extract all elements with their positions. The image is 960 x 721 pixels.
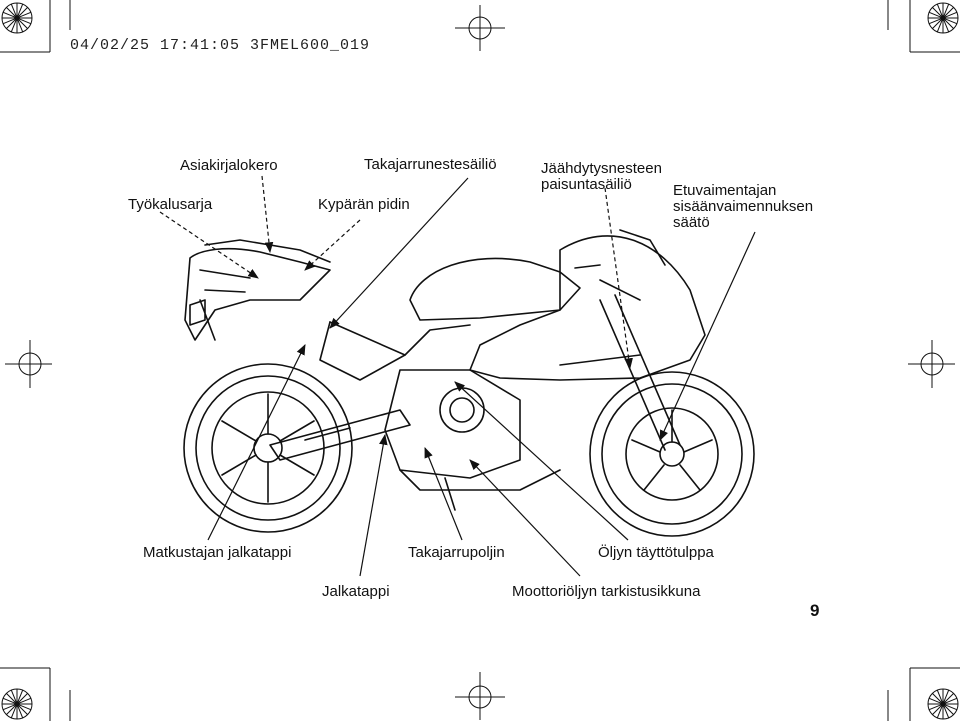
label-fork-adjust-line3: säätö [673, 214, 710, 231]
front-wheel [589, 371, 755, 537]
label-rear-brake-reservoir: Takajarrunestesäiliö [364, 156, 497, 173]
page-number: 9 [810, 601, 820, 620]
crosshair-bottom [455, 672, 505, 720]
label-coolant-reserve-line2: paisuntasäiliö [541, 176, 632, 193]
label-helmet-holder: Kypärän pidin [318, 196, 410, 213]
label-footpeg: Jalkatappi [322, 583, 390, 600]
label-tool-kit: Työkalusarja [128, 196, 213, 213]
callout-leaders [159, 175, 756, 577]
label-document-compartment: Asiakirjalokero [180, 157, 278, 174]
registration-mark-top-right [927, 2, 959, 34]
label-oil-filler-cap: Öljyn täyttötulppa [598, 544, 714, 561]
label-coolant-reserve-line1: Jäähdytysnesteen [541, 160, 662, 177]
crosshair-top [455, 5, 505, 51]
label-fork-adjust-line2: sisäänvaimennuksen [673, 198, 814, 215]
label-fork-adjust-line1: Etuvaimentajan [673, 182, 777, 199]
label-rear-brake-pedal: Takajarrupoljin [408, 544, 505, 561]
registration-mark-bottom-left [1, 688, 33, 720]
label-passenger-footpeg: Matkustajan jalkatappi [143, 544, 292, 561]
registration-mark-top-left [1, 2, 33, 34]
print-stamp: 04/02/25 17:41:05 3FMEL600_019 [70, 37, 371, 54]
registration-mark-bottom-right [927, 688, 959, 720]
crosshair-left [5, 340, 52, 388]
label-oil-inspection-window: Moottoriöljyn tarkistusikkuna [512, 583, 701, 600]
crosshair-right [908, 340, 955, 388]
motorcycle-illustration [183, 229, 755, 537]
